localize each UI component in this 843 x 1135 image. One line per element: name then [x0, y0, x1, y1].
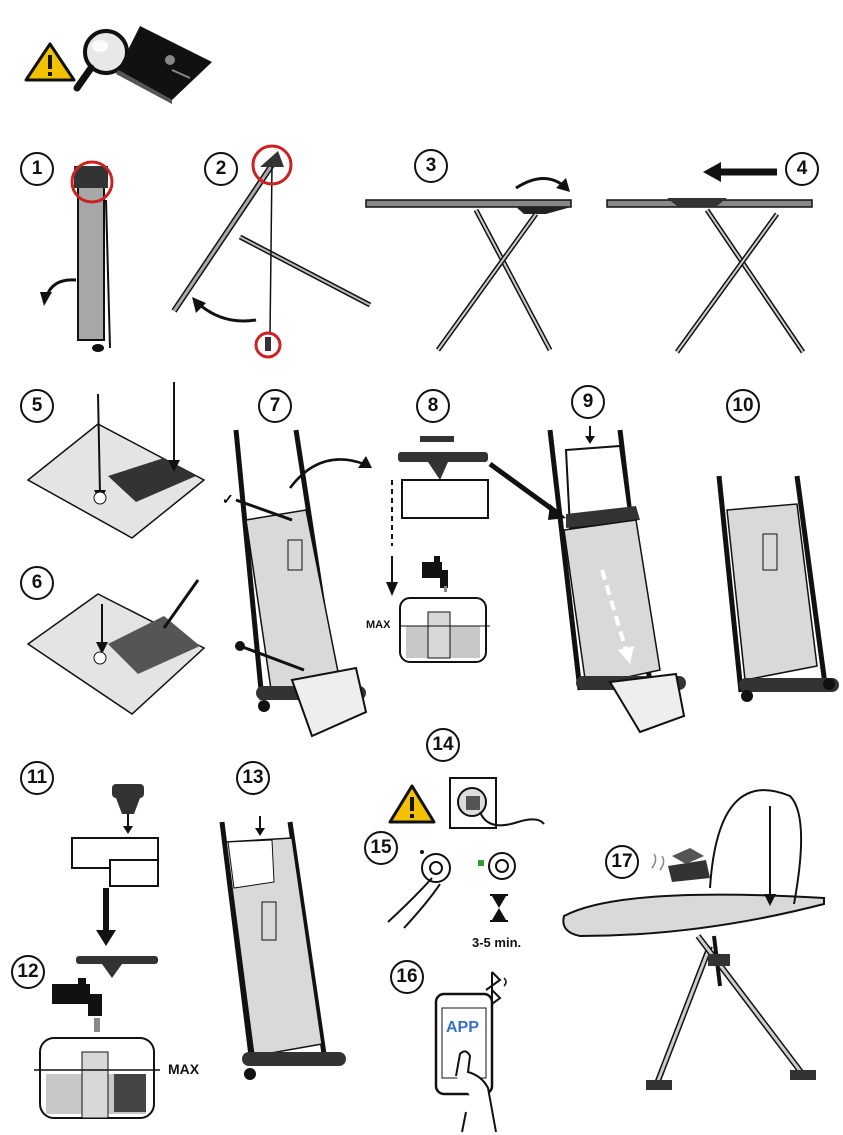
manual-book-icon: [116, 26, 212, 104]
figure-step-8: [364, 436, 514, 686]
step-badge-4: 4: [785, 152, 819, 186]
svg-text:✓: ✓: [222, 491, 234, 507]
step-badge-15: 15: [364, 831, 398, 865]
header-icons: [22, 22, 222, 104]
step-badge-7: 7: [258, 389, 292, 423]
step-badge-5: 5: [20, 389, 54, 423]
figure-step-11: [66, 784, 176, 984]
figure-step-10: [705, 470, 843, 720]
hourglass-icon: [490, 894, 508, 922]
figure-step-1: [30, 160, 130, 360]
figure-step-14: [388, 772, 548, 842]
figure-step-3: [365, 170, 586, 360]
step-badge-17: 17: [605, 845, 639, 879]
step-badge-16: 16: [390, 960, 424, 994]
step-badge-12: 12: [11, 955, 45, 989]
bluetooth-icon: [485, 971, 507, 1006]
figure-step-5: [26, 378, 208, 548]
warning-icon: [24, 42, 76, 82]
highlight-circle-bottom: [254, 331, 282, 359]
figure-step-17: [560, 786, 835, 1106]
highlight-circle-top: [251, 144, 293, 186]
plug-socket-icon: [449, 777, 545, 829]
iron-icon: [651, 848, 710, 882]
figure-step-16: [426, 971, 536, 1133]
max-label-step-12: MAX: [168, 1061, 200, 1077]
figure-step-7: ✓: [216, 420, 386, 740]
magnifier-icon: [73, 29, 129, 92]
figure-step-6: [26, 574, 208, 724]
step-badge-14: 14: [426, 728, 460, 762]
app-label: APP: [446, 1019, 479, 1036]
warning-icon: [388, 784, 436, 824]
step-badge-6: 6: [20, 566, 54, 600]
step-badge-13: 13: [236, 761, 270, 795]
step-badge-2: 2: [204, 152, 238, 186]
figure-step-2: [160, 144, 380, 365]
figure-step-12: [34, 978, 174, 1128]
figure-step-4: [606, 160, 827, 360]
ready-led-icon: [478, 852, 516, 880]
figure-step-13: [212, 812, 352, 1092]
figure-step-9: [488, 420, 700, 750]
step-badge-3: 3: [414, 149, 448, 183]
step-badge-8: 8: [416, 389, 450, 423]
power-button-icon: [387, 850, 451, 929]
max-label-step-8: MAX: [366, 619, 391, 631]
step-badge-10: 10: [726, 389, 760, 423]
step-badge-1: 1: [20, 152, 54, 186]
step-badge-11: 11: [20, 761, 54, 795]
heat-time-label: 3-5 min.: [472, 935, 522, 950]
highlight-circle: [70, 160, 114, 204]
step-badge-9: 9: [571, 385, 605, 419]
figure-step-15: [384, 848, 534, 958]
